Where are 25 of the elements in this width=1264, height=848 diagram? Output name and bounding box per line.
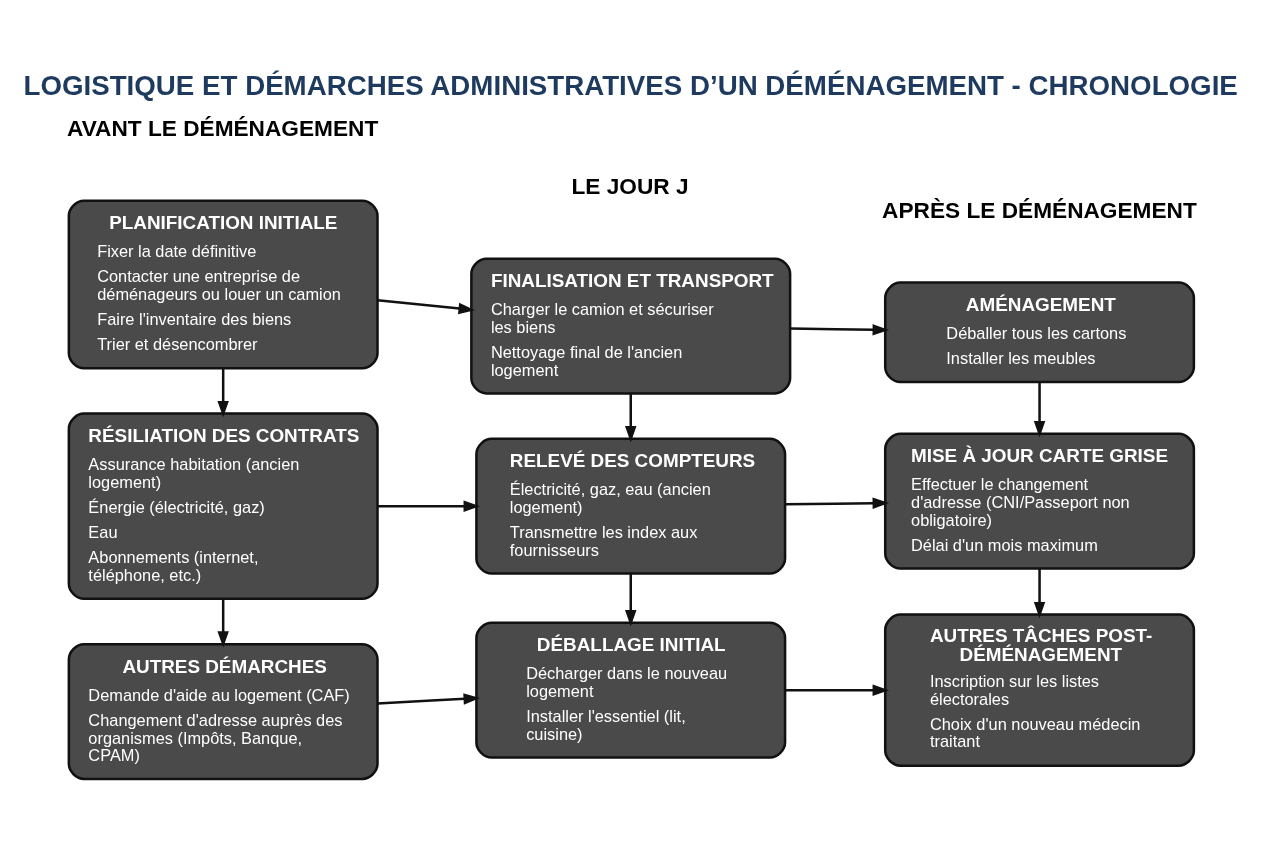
arrow [785, 684, 889, 696]
node-box: DÉBALLAGE INITIAL Décharger dans le nouveau logement Installer l'essentiel (lit, cuisine) [475, 621, 787, 759]
arrow [785, 497, 889, 509]
arrow [377, 693, 480, 705]
diagram-title: LOGISTIQUE ET DÉMARCHES ADMINISTRATIVES D’UN DÉMÉNAGEMENT - CHRONOLOGIE [23, 69, 1238, 101]
arrow [790, 324, 889, 336]
arrow [625, 393, 637, 443]
label: AVANT LE DÉMÉNAGEMENT [66, 115, 379, 142]
label: LE JOUR J [571, 173, 689, 200]
arrow [625, 573, 637, 627]
node-box: FINALISATION ET TRANSPORT Charger le camion et sécuriser les biens Nettoyage final de l'ancien logement [470, 257, 792, 395]
arrow [217, 599, 229, 648]
node-box: AUTRES TÂCHES POST-DÉMÉNAGEMENT Inscription sur les listes électorales Choix d'un nouveau médecin traitant [883, 613, 1196, 767]
arrow [217, 368, 229, 418]
arrow [1033, 568, 1046, 619]
node-box: PLANIFICATION INITIALE Fixer la date définitive Contacter une entreprise de déménageurs ou louer un camion Faire l'inventaire des biens Trier et désencombrer [67, 199, 379, 370]
arrow [377, 298, 475, 315]
label: APRÈS LE DÉMÉNAGEMENT [882, 197, 1197, 224]
node-box: RÉSILIATION DES CONTRATS Assurance habitation (ancien logement) Énergie (électricité, gaz) Eau Abonnements (internet, téléphone, etc.) [67, 412, 379, 601]
node-box: AUTRES DÉMARCHES Demande d'aide au logement (CAF) Changement d'adresse auprès des organismes (Impôts, Banque, CPAM) [67, 642, 379, 781]
node-box: MISE À JOUR CARTE GRISE Effectuer le changement d'adresse (CNI/Passeport non obligatoire) Délai d'un mois maximum [883, 432, 1196, 570]
arrow [377, 500, 480, 512]
node-box: AMÉNAGEMENT Déballer tous les cartons Installer les meubles [883, 281, 1196, 384]
arrow [1033, 382, 1046, 438]
node-box: RELEVÉ DES COMPTEURS Électricité, gaz, eau (ancien logement) Transmettre les index aux fournisseurs [475, 437, 787, 575]
